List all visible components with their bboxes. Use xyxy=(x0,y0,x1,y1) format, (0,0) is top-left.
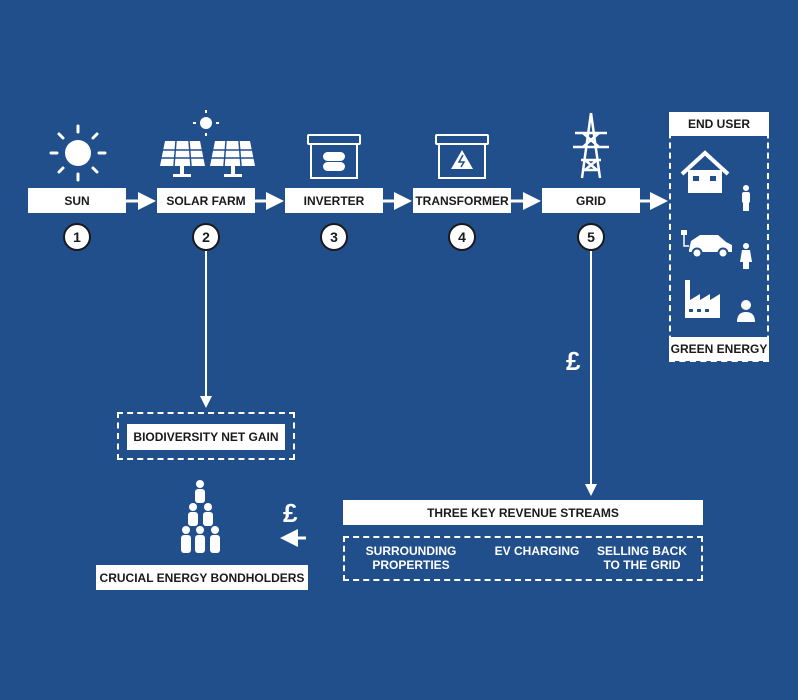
end-user-panel xyxy=(669,112,769,362)
factory-icon xyxy=(685,280,720,318)
revenue-streams-title: THREE KEY REVENUE STREAMS xyxy=(343,500,703,525)
transformer-icon xyxy=(435,134,489,179)
pylon-icon xyxy=(573,112,609,179)
worker-icon xyxy=(737,300,755,322)
revenue-streams-panel xyxy=(343,536,703,581)
revenue-stream: SELLING BACK TO THE GRID xyxy=(597,544,687,572)
step-number-5: 5 xyxy=(577,223,605,251)
bondholders-label: CRUCIAL ENERGY BONDHOLDERS xyxy=(96,565,308,590)
house-icon xyxy=(680,150,730,193)
person-icon xyxy=(742,185,750,211)
inverter-icon xyxy=(307,134,361,179)
step-number-1: 1 xyxy=(63,223,91,251)
solar-panel-icon xyxy=(160,110,255,177)
step-transformer: TRANSFORMER xyxy=(413,188,511,213)
step-solar-farm: SOLAR FARM xyxy=(157,188,255,213)
step-inverter: INVERTER xyxy=(285,188,383,213)
step-number-4: 4 xyxy=(448,223,476,251)
revenue-stream: SURROUNDING PROPERTIES xyxy=(365,544,457,572)
sun-icon xyxy=(49,124,107,182)
end-user-title: END USER xyxy=(669,112,769,136)
biodiversity-panel xyxy=(117,412,295,460)
step-number-2: 2 xyxy=(192,223,220,251)
revenue-stream: EV CHARGING xyxy=(494,544,580,558)
ev-car-icon xyxy=(681,230,732,259)
people-pyramid-icon xyxy=(181,480,220,553)
person-icon xyxy=(740,243,752,269)
step-sun: SUN xyxy=(28,188,126,213)
pound-symbol: £ xyxy=(283,498,298,528)
step-grid: GRID xyxy=(542,188,640,213)
step-number-3: 3 xyxy=(320,223,348,251)
green-energy-label: GREEN ENERGY xyxy=(669,337,769,361)
biodiversity-label: BIODIVERSITY NET GAIN xyxy=(127,424,285,450)
pound-symbol: £ xyxy=(566,346,581,376)
